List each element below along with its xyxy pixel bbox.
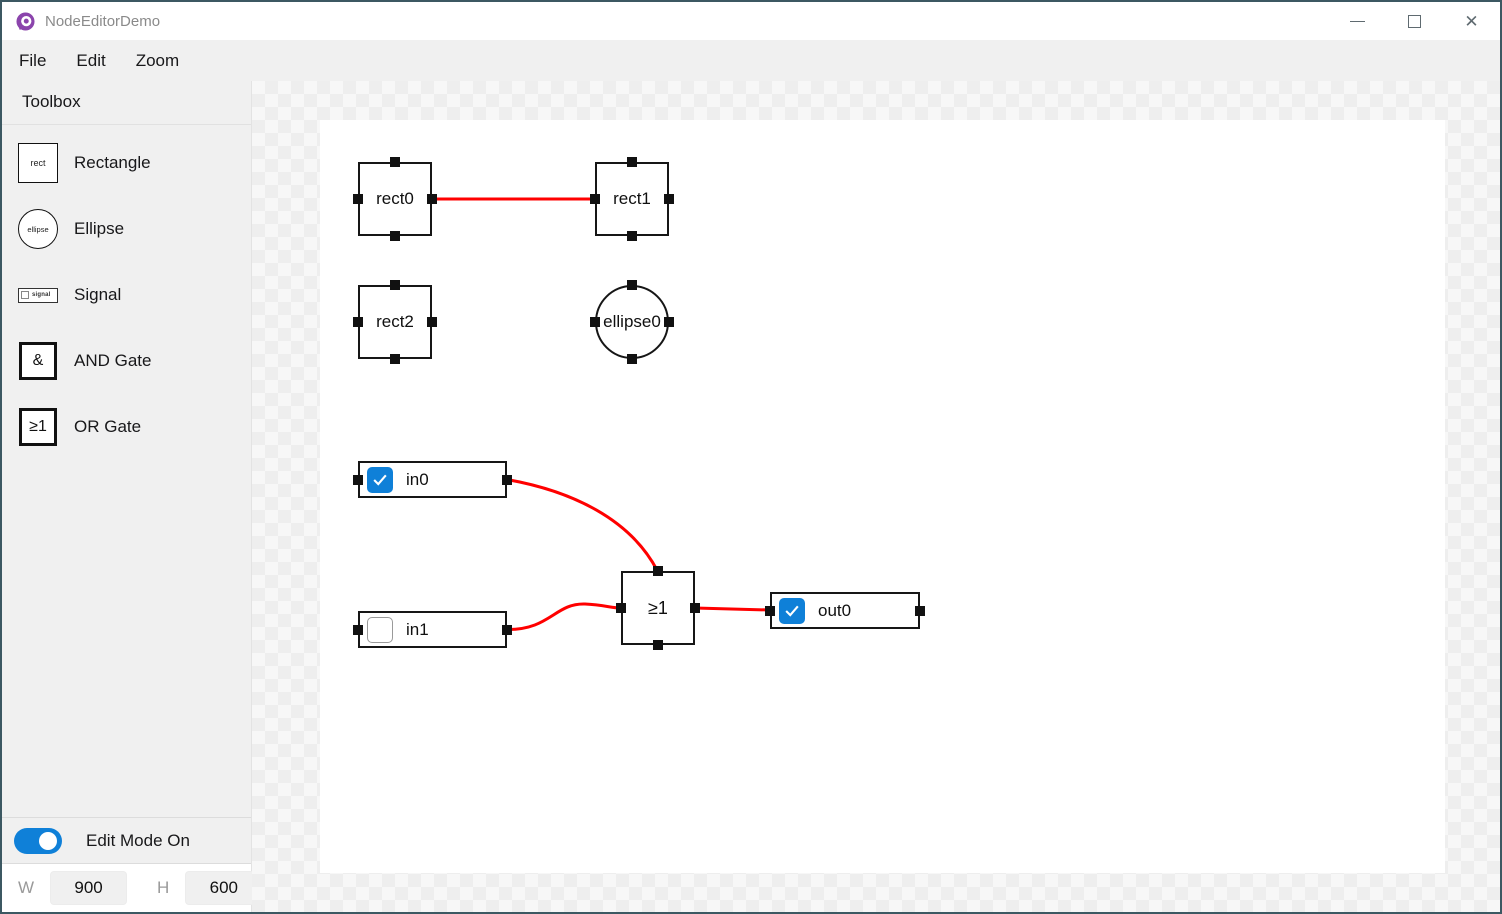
editor-canvas[interactable]: rect0 rect1 rect2 xyxy=(252,81,1500,912)
width-label: W xyxy=(18,878,35,897)
or-gate-icon-label: ≥1 xyxy=(29,418,47,435)
toolbox-item-signal[interactable]: signal Signal xyxy=(2,262,251,328)
window-controls: ✕ xyxy=(1329,2,1500,40)
node-label: rect2 xyxy=(376,312,414,331)
pin-top[interactable] xyxy=(390,280,400,290)
pin-right[interactable] xyxy=(664,317,674,327)
toggle-knob xyxy=(39,831,57,850)
pin-right[interactable] xyxy=(502,474,512,485)
pin-bottom[interactable] xyxy=(390,231,400,241)
close-button[interactable]: ✕ xyxy=(1443,2,1500,40)
menu-edit[interactable]: Edit xyxy=(76,50,106,70)
node-label: out0 xyxy=(818,600,852,620)
node-or-gate[interactable]: ≥1 xyxy=(616,566,700,650)
pin-top[interactable] xyxy=(390,157,400,167)
rect-icon: rect xyxy=(18,143,58,183)
pin-bottom[interactable] xyxy=(390,354,400,364)
avalonia-logo-icon xyxy=(16,11,35,31)
close-icon: ✕ xyxy=(1464,11,1479,31)
node-label: in0 xyxy=(406,469,429,489)
menu-zoom[interactable]: Zoom xyxy=(135,50,180,70)
rect-icon-label: rect xyxy=(30,158,46,168)
node-label: ≥1 xyxy=(648,597,668,618)
check-icon xyxy=(373,474,387,486)
pin-bottom[interactable] xyxy=(653,640,663,650)
toolbox-item-label: AND Gate xyxy=(74,351,152,370)
sidebar-spacer xyxy=(2,460,251,817)
pin-right[interactable] xyxy=(664,194,674,204)
check-icon xyxy=(785,605,799,617)
pin-top[interactable] xyxy=(653,566,663,576)
or-gate-icon: ≥1 xyxy=(19,408,57,446)
edit-mode-row: Edit Mode On xyxy=(2,817,251,863)
toolbox-item-label: Rectangle xyxy=(74,153,151,172)
node-rect0[interactable]: rect0 xyxy=(353,157,437,241)
pin-left[interactable] xyxy=(353,624,363,635)
height-input[interactable] xyxy=(185,871,263,905)
node-label: rect0 xyxy=(376,189,414,208)
maximize-icon xyxy=(1408,14,1421,28)
and-gate-icon: & xyxy=(19,342,57,380)
in1-checkbox[interactable] xyxy=(367,616,393,643)
toolbox-item-ellipse[interactable]: ellipse Ellipse xyxy=(2,196,251,262)
node-rect2[interactable]: rect2 xyxy=(353,280,437,364)
node-label: rect1 xyxy=(613,189,651,208)
toolbox-item-rectangle[interactable]: rect Rectangle xyxy=(2,130,251,196)
signal-icon-checkbox xyxy=(21,291,29,299)
pin-left[interactable] xyxy=(353,474,363,485)
toolbox-header: Toolbox xyxy=(2,81,251,125)
toolbox-item-label: OR Gate xyxy=(74,417,142,436)
node-in0[interactable]: in0 xyxy=(353,461,512,498)
main-area: Toolbox rect Rectangle ellipse Ellipse s… xyxy=(2,81,1500,912)
ellipse-icon: ellipse xyxy=(18,209,58,249)
pin-top[interactable] xyxy=(627,280,637,290)
toolbox-item-and-gate[interactable]: & AND Gate xyxy=(2,328,251,394)
pin-right[interactable] xyxy=(427,194,437,204)
pin-right[interactable] xyxy=(915,605,925,616)
and-gate-icon-label: & xyxy=(32,352,44,369)
signal-icon-label: signal xyxy=(32,292,51,298)
pin-top[interactable] xyxy=(627,157,637,167)
pin-right[interactable] xyxy=(690,603,700,613)
toolbox-item-label: Signal xyxy=(74,285,122,304)
menu-bar: File Edit Zoom xyxy=(2,40,1500,81)
pin-left[interactable] xyxy=(590,194,600,204)
pin-left[interactable] xyxy=(353,194,363,204)
in0-checkbox[interactable] xyxy=(367,466,393,493)
window-title: NodeEditorDemo xyxy=(45,12,161,30)
pin-bottom[interactable] xyxy=(627,354,637,364)
width-input[interactable] xyxy=(50,871,128,905)
node-ellipse0[interactable]: ellipse0 xyxy=(590,280,674,364)
ellipse-icon-label: ellipse xyxy=(27,224,49,234)
maximize-button[interactable] xyxy=(1386,2,1443,40)
edit-mode-label: Edit Mode On xyxy=(86,830,190,850)
node-label: in1 xyxy=(406,619,429,639)
node-in1[interactable]: in1 xyxy=(353,611,512,648)
pin-left[interactable] xyxy=(590,317,600,327)
pin-right[interactable] xyxy=(502,624,512,635)
edit-mode-toggle[interactable] xyxy=(14,827,62,854)
signal-icon: signal xyxy=(18,287,58,303)
title-bar: NodeEditorDemo ✕ xyxy=(2,2,1500,40)
toolbox-sidebar: Toolbox rect Rectangle ellipse Ellipse s… xyxy=(2,81,263,912)
pin-right[interactable] xyxy=(427,317,437,327)
pin-left[interactable] xyxy=(616,603,626,613)
toolbox-item-label: Ellipse xyxy=(74,219,125,238)
pin-bottom[interactable] xyxy=(627,231,637,241)
toolbox-item-or-gate[interactable]: ≥1 OR Gate xyxy=(2,394,251,460)
out0-checkbox[interactable] xyxy=(779,597,805,624)
pin-left[interactable] xyxy=(765,605,775,616)
menu-file[interactable]: File xyxy=(19,50,47,70)
minimize-icon xyxy=(1350,20,1365,22)
pin-left[interactable] xyxy=(353,317,363,327)
node-label: ellipse0 xyxy=(603,312,661,331)
canvas-size-row: W H xyxy=(2,863,263,912)
height-label: H xyxy=(157,878,170,897)
node-out0[interactable]: out0 xyxy=(765,592,925,629)
toolbox-items: rect Rectangle ellipse Ellipse signal Si… xyxy=(2,125,251,460)
minimize-button[interactable] xyxy=(1329,2,1386,40)
node-rect1[interactable]: rect1 xyxy=(590,157,674,241)
